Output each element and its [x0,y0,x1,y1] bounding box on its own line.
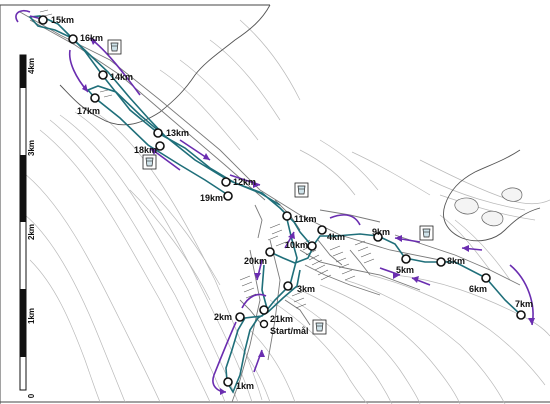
km-label: 10km [285,240,308,250]
arrowhead [462,245,469,252]
km-marker-21km: 21km [259,305,293,324]
km-label: 19km [200,193,223,203]
km-label: 20km [244,256,267,266]
town-blocks [39,9,375,309]
arrowhead [82,84,88,92]
km-marker-5km: 5km [396,254,414,275]
km-marker-3km: 3km [283,281,315,294]
cup-icon [107,39,122,55]
route-line [28,15,313,247]
arrowhead [150,148,157,155]
km-label: 16km [80,33,103,43]
km-marker-19km: 19km [200,191,233,203]
scale-label-0: 0 [27,393,36,398]
km-label: 11km [294,214,317,224]
direction-arrow [212,321,237,393]
km-label: 13km [166,128,189,138]
km-marker-9km: 9km [372,227,390,242]
km-marker-18km: 18km [134,141,165,155]
direction-arrow [241,293,267,309]
scale-label-4km: 4km [27,58,36,74]
km-marker-10km: 10km [285,240,317,251]
km-label: 18km [134,145,157,155]
km-label: 21km [270,314,293,324]
terrain-contours [19,19,550,404]
scale-label-3km: 3km [27,140,36,156]
km-label: 3km [297,284,315,294]
km-marker-11km: 11km [282,211,317,224]
route-line [261,264,269,313]
scale-label-2km: 2km [27,224,36,240]
start-finish-label: Start/mål [270,326,309,336]
map-frame [0,4,550,404]
cup-icon [294,182,309,198]
cup-icon [142,154,157,170]
km-marker-start-finish: Start/mål [259,319,309,336]
scale-label-1km: 1km [27,308,36,324]
arrowhead [393,272,400,279]
km-marker-1km: 1km [223,377,254,391]
km-label: 5km [396,265,414,275]
km-label: 8km [447,256,465,266]
route-line [269,233,522,316]
arrowhead [253,181,260,188]
direction-arrow [15,9,31,23]
km-marker-4km: 4km [317,225,345,242]
arrowhead [395,235,402,242]
km-marker-15km: 15km [38,15,74,25]
direction-arrow [329,214,361,226]
cup-icon [312,319,327,335]
km-label: 12km [233,177,256,187]
km-label: 7km [515,299,533,309]
km-marker-7km: 7km [515,299,533,320]
arrowhead [203,153,210,160]
km-label: 9km [372,227,390,237]
km-marker-8km: 8km [436,256,465,267]
km-marker-16km: 16km [68,33,103,44]
km-label: 17km [77,106,100,116]
shoreline [59,4,541,242]
km-marker-6km: 6km [469,273,491,294]
km-label: 6km [469,284,487,294]
arrowhead [258,350,265,357]
road-network [19,11,521,403]
arrowhead [220,388,226,395]
km-label: 15km [51,15,74,25]
km-marker-17km: 17km [77,93,100,116]
km-label: 1km [236,381,254,391]
arrowhead [528,318,535,325]
arrowhead [90,38,97,45]
km-marker-20km: 20km [244,247,275,266]
km-label: 4km [327,232,345,242]
arrowhead [288,232,295,239]
km-label: 14km [110,72,133,82]
arrowhead [412,276,419,283]
km-marker-14km: 14km [98,70,133,82]
km-marker-12km: 12km [221,177,256,187]
km-marker-2km: 2km [214,312,245,322]
cup-icon [419,225,434,241]
distance-scale-bar: 4km 3km 2km 1km 0 [19,54,36,398]
arrowhead [254,273,261,280]
km-label: 2km [214,312,232,322]
drink-stations [107,39,434,335]
km-markers: 15km 16km 14km 17km 13km 18km 12km 19km [38,15,533,391]
km-marker-13km: 13km [153,128,189,138]
